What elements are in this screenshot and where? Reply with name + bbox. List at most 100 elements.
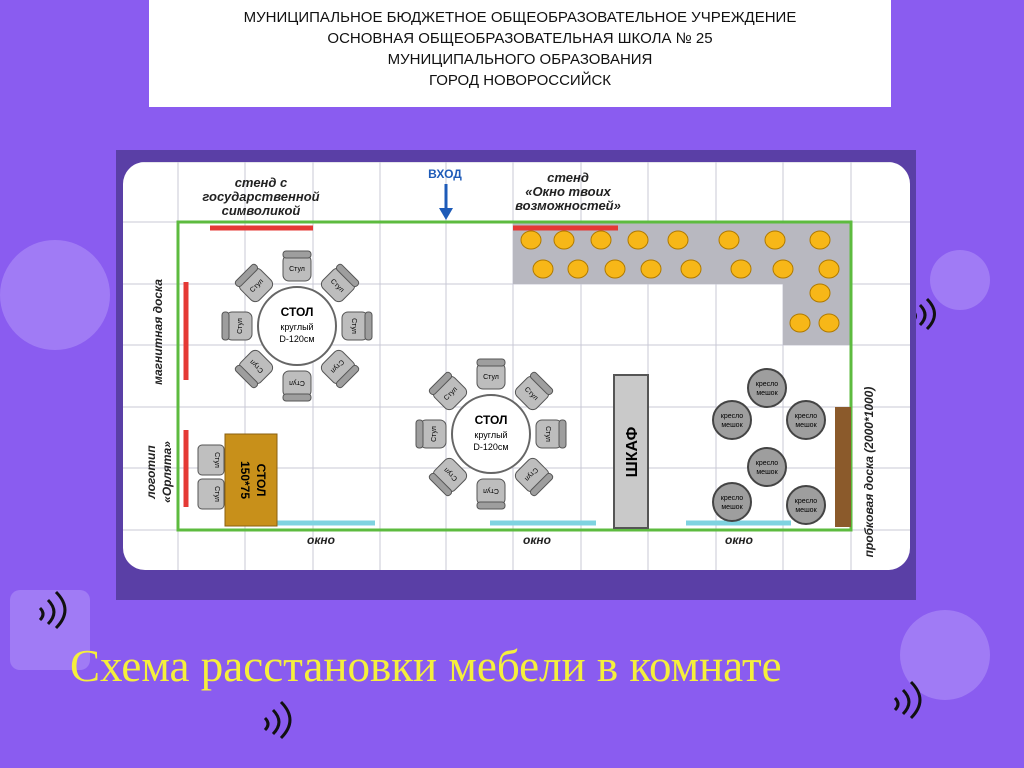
logo-label-1: логотип: [144, 445, 158, 500]
yellow-seat: [809, 230, 831, 250]
bean-bag: кресло мешок: [712, 400, 752, 440]
round-table-sub-2: D-120см: [473, 442, 508, 452]
chair-label: Стул: [483, 374, 499, 381]
yellow-seat: [590, 230, 612, 250]
bean-bag-label-2: мешок: [795, 507, 817, 514]
bean-bag-label-2: мешок: [721, 504, 743, 511]
bean-bag-label-2: мешок: [795, 422, 817, 429]
bean-bag-label-1: кресло: [795, 498, 818, 505]
chair: Стул: [476, 478, 506, 510]
chair: Стул: [428, 371, 468, 411]
bean-bag-label-1: кресло: [795, 413, 818, 420]
bean-bag-label-1: кресло: [756, 381, 779, 388]
window-label-1: окно: [307, 533, 335, 547]
bean-bag-label-1: кресло: [721, 413, 744, 420]
chair: Стул: [320, 263, 360, 303]
header-line-2: ОСНОВНАЯ ОБЩЕОБРАЗОВАТЕЛЬНАЯ ШКОЛА № 25: [327, 30, 713, 47]
chair: Стул: [514, 371, 554, 411]
bean-bag-label-1: кресло: [721, 495, 744, 502]
yellow-seat: [532, 259, 554, 279]
stand-window-label-1: стенд: [547, 170, 589, 185]
chair: Стул: [234, 349, 274, 389]
window-label-3: окно: [725, 533, 753, 547]
bg-shape-right: [930, 250, 990, 310]
window-label-2: окно: [523, 533, 551, 547]
chair: Стул: [428, 457, 468, 497]
yellow-seat: [604, 259, 626, 279]
stand-window-label-3: возможностей»: [515, 198, 621, 213]
round-table-title: СТОЛ: [475, 413, 508, 427]
chair: Стул: [282, 250, 312, 282]
bean-bag: кресло мешок: [747, 368, 787, 408]
stand-state-label-3: символикой: [222, 203, 301, 218]
chair: Стул: [282, 370, 312, 402]
yellow-seat: [730, 259, 752, 279]
yellow-seat: [627, 230, 649, 250]
chair-label: Стул: [289, 266, 305, 273]
entrance-arrowhead: [439, 208, 453, 220]
bean-bag-label-2: мешок: [721, 422, 743, 429]
wardrobe-label: ШКАФ: [624, 426, 641, 477]
cork-board: [835, 407, 851, 527]
chair-label: Стул: [483, 487, 499, 494]
yellow-seat: [520, 230, 542, 250]
logo-label-2: «Орлята»: [160, 441, 174, 503]
wifi-icon: [38, 590, 67, 630]
yellow-seat: [818, 259, 840, 279]
chair-label: Стул: [350, 318, 357, 334]
stand-state-label-1: стенд с: [235, 175, 288, 190]
yellow-seat: [680, 259, 702, 279]
yellow-seat: [567, 259, 589, 279]
bean-bags: кресло мешок кресло мешок кресло мешок кресло м…: [712, 368, 826, 525]
yellow-seat: [640, 259, 662, 279]
yellow-seats: [520, 230, 840, 333]
chair: Стул: [415, 419, 447, 449]
chair: Стул: [476, 358, 506, 390]
rect-table: Стул Стул СТОЛ 150*75: [197, 433, 278, 527]
bean-bag-label-2: мешок: [756, 390, 778, 397]
header-line-3: МУНИЦИПАЛЬНОГО ОБРАЗОВАНИЯ: [387, 51, 653, 68]
yellow-seat: [718, 230, 740, 250]
chair: Стул: [320, 349, 360, 389]
round-table-sub-1: круглый: [474, 430, 507, 440]
bean-bag: кресло мешок: [786, 400, 826, 440]
bean-bag: кресло мешок: [786, 485, 826, 525]
bean-bag-label-1: кресло: [756, 460, 779, 467]
slide-caption: Схема расстановки мебели в комнате: [70, 641, 782, 691]
header-line-4: ГОРОД НОВОРОССИЙСК: [428, 72, 612, 89]
chair: Стул: [221, 311, 253, 341]
entrance-label: ВХОД: [428, 167, 462, 181]
bean-bag-label-2: мешок: [756, 469, 778, 476]
chair: Стул: [234, 263, 274, 303]
bean-bag: кресло мешок: [747, 447, 787, 487]
yellow-seat: [809, 283, 831, 303]
chair: Стул: [514, 457, 554, 497]
floor-plan: ВХОД стенд с государственной символикой …: [123, 162, 910, 570]
yellow-seat: [764, 230, 786, 250]
yellow-seat: [553, 230, 575, 250]
chair-label: Стул: [289, 379, 305, 386]
yellow-seat: [772, 259, 794, 279]
chair: Стул: [535, 419, 567, 449]
cork-board-label: пробковая доска (2000*1000): [862, 387, 876, 558]
wifi-icon: [263, 700, 292, 740]
chair: Стул: [341, 311, 373, 341]
round-table-sub-1: круглый: [280, 322, 313, 332]
yellow-seat: [818, 313, 840, 333]
chair-label: Стул: [213, 486, 220, 502]
round-table-sub-2: D-120см: [279, 334, 314, 344]
floor-plan-drawing: ВХОД стенд с государственной символикой …: [123, 162, 910, 570]
chair-label: Стул: [544, 426, 551, 442]
rect-table-title: СТОЛ: [254, 464, 268, 497]
yellow-seat: [789, 313, 811, 333]
round-table-title: СТОЛ: [281, 305, 314, 319]
school-header: МУНИЦИПАЛЬНОЕ БЮДЖЕТНОЕ ОБЩЕОБРАЗОВАТЕЛЬ…: [149, 0, 891, 107]
wardrobe: ШКАФ: [613, 374, 649, 529]
chair-label: Стул: [213, 452, 220, 468]
chair-label: Стул: [431, 426, 438, 442]
room-walls: [176, 220, 853, 532]
seating-zone: [513, 222, 851, 345]
stand-state-label-2: государственной: [202, 189, 319, 204]
